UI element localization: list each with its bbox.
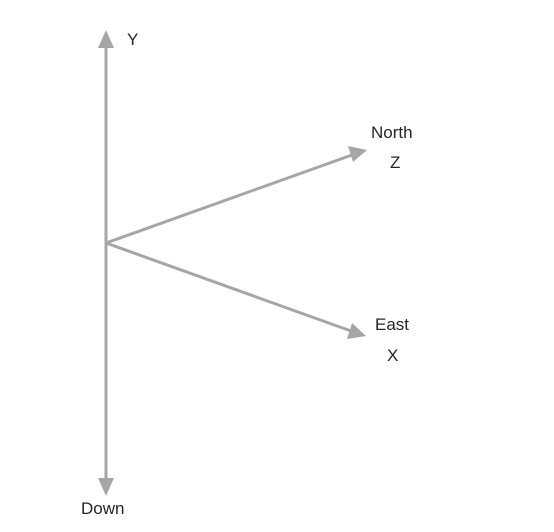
- x-axis-line: [105, 241, 352, 333]
- x-axis-label: X: [387, 346, 398, 365]
- y-up-arrowhead: [98, 30, 114, 48]
- north-label: North: [371, 123, 413, 142]
- z-axis-line: [105, 153, 353, 245]
- x-axis: [105, 241, 366, 339]
- vertical-axis: [98, 30, 114, 496]
- z-axis: [105, 146, 367, 245]
- east-label: East: [375, 315, 409, 334]
- z-axis-label: Z: [390, 153, 400, 172]
- down-label: Down: [81, 499, 124, 518]
- down-arrowhead: [98, 478, 114, 496]
- y-axis-label: Y: [127, 30, 138, 49]
- z-axis-arrowhead: [348, 146, 367, 162]
- x-axis-arrowhead: [347, 323, 366, 339]
